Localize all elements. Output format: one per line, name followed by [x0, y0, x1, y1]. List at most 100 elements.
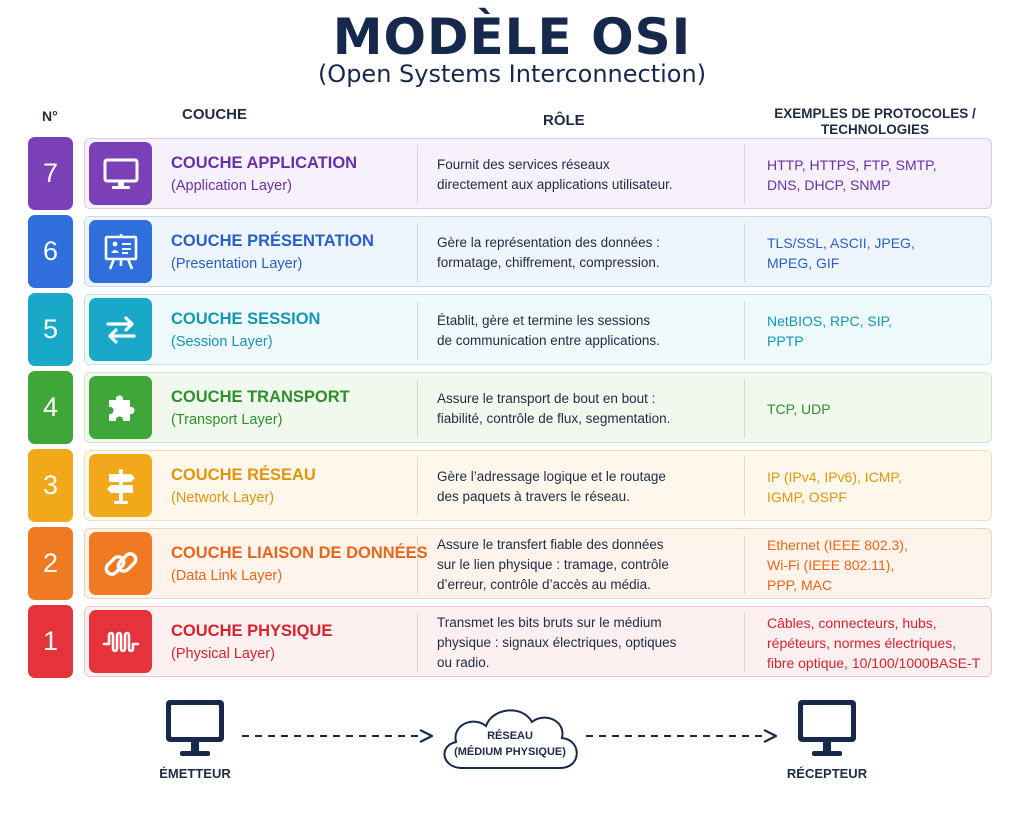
layer-english-name: (Transport Layer) — [171, 412, 283, 428]
layer-examples: TCP, UDP — [767, 373, 991, 442]
layer-number-badge: 4 — [28, 371, 73, 444]
monitor-icon — [89, 142, 152, 205]
layer-card: COUCHE APPLICATION (Application Layer) Fou… — [84, 138, 992, 209]
layer-examples-text: IP (IPv4, IPv6), ICMP, IGMP, OSPF — [767, 468, 902, 505]
layer-examples: NetBIOS, RPC, SIP, PPTP — [767, 295, 991, 364]
column-divider — [744, 301, 745, 360]
column-divider — [744, 145, 745, 204]
layer-role: Fournit des services réseaux directement… — [437, 139, 737, 208]
layer-role: Assure le transport de bout en bout : fi… — [437, 373, 737, 442]
layer-name: COUCHE TRANSPORT — [171, 388, 350, 406]
header-number: N° — [42, 108, 58, 124]
network-label-line1: RÉSEAU — [487, 730, 533, 742]
receiver-computer-icon — [798, 700, 856, 756]
layer-row: 2 COUCHE LIAISON DE DONNÉES (Data Link Lay… — [28, 527, 992, 600]
layer-number-badge: 2 — [28, 527, 73, 600]
layer-role: Transmet les bits bruts sur le médium ph… — [437, 607, 737, 676]
layer-examples-text: Câbles, connecteurs, hubs, répéteurs, no… — [767, 614, 981, 671]
signal-wave-icon — [89, 610, 152, 673]
layer-examples: Ethernet (IEEE 802.3), Wi-Fi (IEEE 802.1… — [767, 529, 991, 598]
column-divider — [744, 535, 745, 594]
column-divider — [417, 613, 418, 672]
column-divider — [417, 301, 418, 360]
layer-role-text: Transmet les bits bruts sur le médium ph… — [437, 614, 677, 670]
layer-name: COUCHE PHYSIQUE — [171, 622, 333, 640]
layer-number-badge: 7 — [28, 137, 73, 210]
layer-name: COUCHE PRÉSENTATION — [171, 232, 374, 250]
layer-name: COUCHE LIAISON DE DONNÉES — [171, 544, 428, 562]
exchange-arrows-icon — [89, 298, 152, 361]
layer-role-text: Assure le transfert fiable des données s… — [437, 536, 669, 592]
network-label: RÉSEAU (MÉDIUM PHYSIQUE) — [440, 728, 580, 760]
layer-examples-text: HTTP, HTTPS, FTP, SMTP, DNS, DHCP, SNMP — [767, 156, 937, 193]
layer-examples: IP (IPv4, IPv6), ICMP, IGMP, OSPF — [767, 451, 991, 520]
layer-english-name: (Application Layer) — [171, 178, 292, 194]
layer-card: COUCHE PHYSIQUE (Physical Layer) Transmet … — [84, 606, 992, 677]
layer-examples-text: Ethernet (IEEE 802.3), Wi-Fi (IEEE 802.1… — [767, 536, 908, 593]
layer-role-text: Gère la représentation des données : for… — [437, 234, 660, 270]
layer-role: Gère la représentation des données : for… — [437, 217, 737, 286]
layer-english-name: (Presentation Layer) — [171, 256, 303, 272]
layer-number-badge: 1 — [28, 605, 73, 678]
sender-computer-icon — [166, 700, 224, 756]
layer-examples-text: TCP, UDP — [767, 400, 831, 417]
page-subtitle: (Open Systems Interconnection) — [317, 60, 707, 88]
column-divider — [417, 535, 418, 594]
transmission-diagram: ÉMETTEUR RÉSEAU (MÉDIUM PHYSIQUE) RÉCEPT… — [0, 690, 1024, 819]
presentation-board-icon — [89, 220, 152, 283]
header-role: RÔLE — [543, 112, 585, 129]
layer-row: 5 COUCHE SESSION (Session Layer) Établit, g… — [28, 293, 992, 366]
layer-name: COUCHE RÉSEAU — [171, 466, 316, 484]
layer-row: 7 COUCHE APPLICATION (Application Layer) Fo… — [28, 137, 992, 210]
layer-number-badge: 5 — [28, 293, 73, 366]
layer-english-name: (Network Layer) — [171, 490, 275, 506]
sender-label: ÉMETTEUR — [159, 766, 231, 781]
layer-card: COUCHE PRÉSENTATION (Presentation Layer) G… — [84, 216, 992, 287]
network-label-line2: (MÉDIUM PHYSIQUE) — [454, 746, 566, 758]
layer-card: COUCHE RÉSEAU (Network Layer) Gère l’adres… — [84, 450, 992, 521]
layer-card: COUCHE TRANSPORT (Transport Layer) Assure … — [84, 372, 992, 443]
layer-role-text: Gère l’adressage logique et le routage d… — [437, 468, 666, 504]
arrow-to-receiver — [586, 729, 778, 743]
layer-row: 6 COUCHE PRÉSENTATION (Presentation Layer)… — [28, 215, 992, 288]
layer-examples-text: TLS/SSL, ASCII, JPEG, MPEG, GIF — [767, 234, 915, 271]
layer-name: COUCHE SESSION — [171, 310, 321, 328]
layer-card: COUCHE SESSION (Session Layer) Établit, gè… — [84, 294, 992, 365]
layer-role-text: Fournit des services réseaux directement… — [437, 156, 673, 192]
layer-number-badge: 3 — [28, 449, 73, 522]
network-cloud-icon — [443, 709, 578, 769]
puzzle-icon — [89, 376, 152, 439]
column-divider — [417, 223, 418, 282]
layer-role-text: Assure le transport de bout en bout : fi… — [437, 390, 671, 426]
receiver-label: RÉCEPTEUR — [786, 766, 868, 781]
layer-examples: TLS/SSL, ASCII, JPEG, MPEG, GIF — [767, 217, 991, 286]
layer-card: COUCHE LIAISON DE DONNÉES (Data Link Laye… — [84, 528, 992, 599]
arrow-to-network — [242, 729, 434, 743]
layer-examples: HTTP, HTTPS, FTP, SMTP, DNS, DHCP, SNMP — [767, 139, 991, 208]
layer-english-name: (Session Layer) — [171, 334, 273, 350]
header-examples: EXEMPLES DE PROTOCOLES / TECHNOLOGIES — [774, 106, 976, 137]
layer-english-name: (Data Link Layer) — [171, 568, 283, 584]
layer-examples-text: NetBIOS, RPC, SIP, PPTP — [767, 312, 893, 349]
signpost-icon — [89, 454, 152, 517]
layer-role-text: Établit, gère et termine les sessions de… — [437, 312, 660, 348]
layer-examples: Câbles, connecteurs, hubs, répéteurs, no… — [767, 607, 991, 676]
layer-role: Établit, gère et termine les sessions de… — [437, 295, 737, 364]
layer-number-badge: 6 — [28, 215, 73, 288]
layer-row: 1 COUCHE PHYSIQUE (Physical Layer) Transmet… — [28, 605, 992, 678]
column-divider — [744, 223, 745, 282]
layer-role: Assure le transfert fiable des données s… — [437, 529, 737, 598]
column-divider — [744, 379, 745, 438]
column-divider — [744, 613, 745, 672]
chain-link-icon — [89, 532, 152, 595]
column-divider — [417, 457, 418, 516]
column-divider — [417, 379, 418, 438]
layer-english-name: (Physical Layer) — [171, 646, 275, 662]
layer-row: 4 COUCHE TRANSPORT (Transport Layer) Assure… — [28, 371, 992, 444]
column-divider — [417, 145, 418, 204]
layer-role: Gère l’adressage logique et le routage d… — [437, 451, 737, 520]
page-title: MODÈLE OSI — [332, 8, 692, 66]
layer-row: 3 COUCHE RÉSEAU (Network Layer) Gère l’adre… — [28, 449, 992, 522]
layer-name: COUCHE APPLICATION — [171, 154, 358, 172]
header-layer: COUCHE — [182, 106, 248, 123]
